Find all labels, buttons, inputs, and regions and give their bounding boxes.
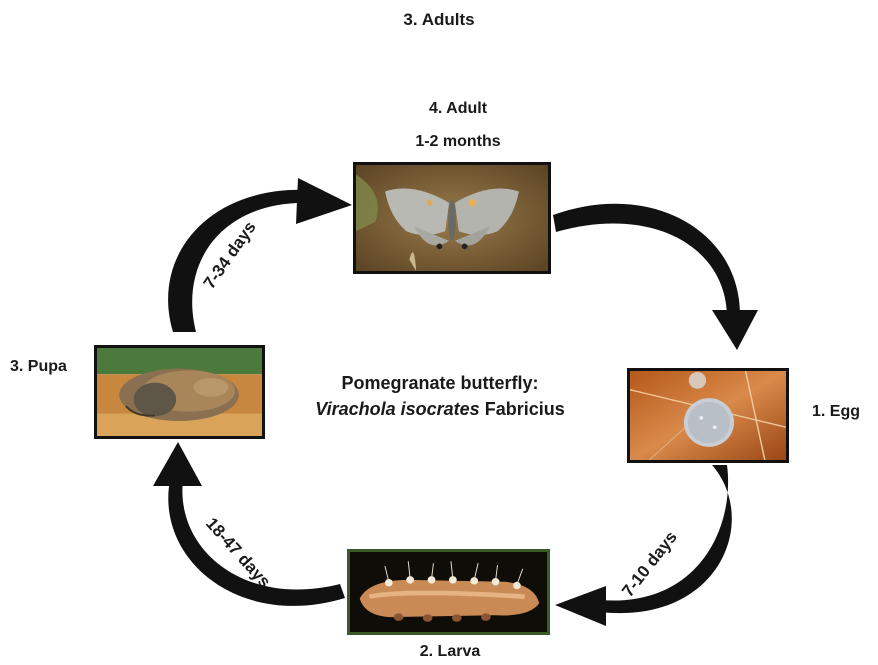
arrowhead-pupa-to-adult [296, 178, 352, 224]
arrowhead-adult-to-egg [712, 310, 758, 350]
arrow-adult-to-egg [553, 204, 740, 315]
arrowhead-egg-to-larva [555, 586, 606, 626]
arrow-pupa-to-adult [168, 190, 310, 332]
arrowhead-larva-to-pupa [153, 442, 202, 486]
